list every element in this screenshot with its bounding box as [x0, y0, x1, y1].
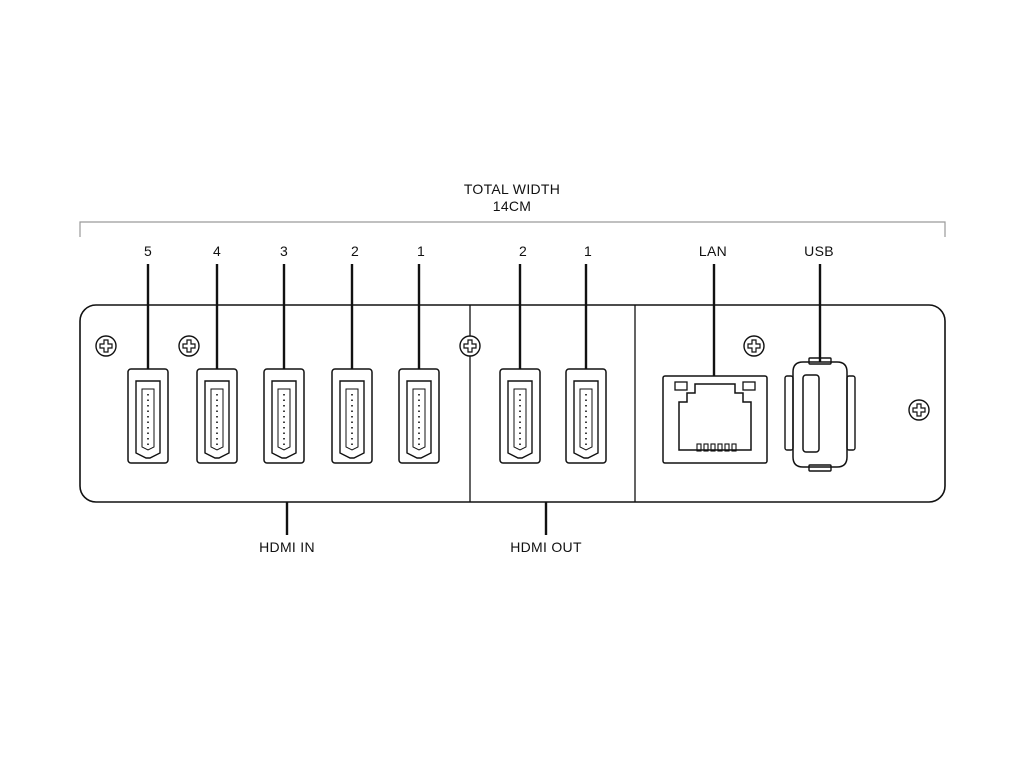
hdmi-out-port-number: 2 — [518, 243, 528, 259]
screw-icon — [908, 399, 930, 421]
hdmi-out-port-2 — [499, 368, 541, 464]
screw-icon — [459, 335, 481, 357]
hdmi-in-port-number: 4 — [212, 243, 222, 259]
hdmi-in-port-2 — [331, 368, 373, 464]
hdmi-in-port-3 — [263, 368, 305, 464]
hdmi-out-leaders — [518, 264, 588, 369]
total-width-title: TOTAL WIDTH — [463, 181, 561, 197]
hdmi-in-port-number: 1 — [416, 243, 426, 259]
hdmi-out-group-label: HDMI OUT — [510, 539, 582, 555]
hdmi-in-port-number: 2 — [350, 243, 360, 259]
hdmi-out-port-1 — [565, 368, 607, 464]
total-width-bracket — [79, 221, 946, 237]
hdmi-in-port-4 — [196, 368, 238, 464]
screw-icon — [178, 335, 200, 357]
lan-port — [662, 375, 768, 464]
screw-icon — [95, 335, 117, 357]
usb-port — [784, 357, 856, 472]
panel-outline — [79, 304, 946, 503]
hdmi-in-port-5 — [127, 368, 169, 464]
screw-icon — [743, 335, 765, 357]
hdmi-in-port-number: 3 — [279, 243, 289, 259]
hdmi-in-port-number: 5 — [143, 243, 153, 259]
hdmi-in-group-label: HDMI IN — [259, 539, 315, 555]
hdmi-in-leaders — [146, 264, 421, 369]
lan-label: LAN — [698, 243, 728, 259]
hdmi-out-port-number: 1 — [583, 243, 593, 259]
usb-label: USB — [804, 243, 834, 259]
hdmi-in-port-1 — [398, 368, 440, 464]
total-width-value: 14CM — [492, 198, 532, 214]
